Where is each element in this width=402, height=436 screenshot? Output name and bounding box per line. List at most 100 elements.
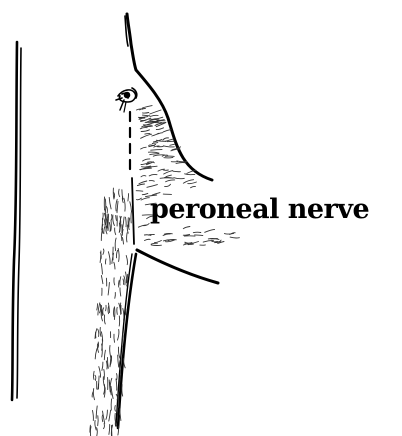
hatch-stroke bbox=[166, 175, 172, 177]
nerve-label: peroneal nerve bbox=[150, 196, 369, 223]
hatch-stroke bbox=[92, 392, 93, 397]
hatch-stroke bbox=[103, 308, 104, 315]
hatch-stroke bbox=[116, 215, 117, 220]
hatch-stroke bbox=[205, 229, 215, 232]
hatch-stroke bbox=[102, 415, 103, 422]
hatch-stroke bbox=[97, 304, 98, 310]
hatch-stroke bbox=[156, 128, 163, 130]
hatch-stroke bbox=[109, 222, 110, 231]
hatch-stroke bbox=[99, 376, 100, 389]
hatch-stroke bbox=[141, 147, 147, 149]
hatch-stroke bbox=[118, 330, 119, 341]
hatch-stroke bbox=[183, 180, 193, 184]
hatch-stroke bbox=[145, 134, 150, 135]
hatch-stroke bbox=[150, 154, 159, 155]
hatch-stroke bbox=[149, 181, 154, 182]
hatch-stroke bbox=[103, 249, 104, 254]
hatch-stroke bbox=[90, 425, 91, 432]
hatch-stroke bbox=[115, 293, 116, 299]
hatch-stroke bbox=[118, 355, 119, 367]
hatch-stroke bbox=[101, 276, 103, 284]
hatch-stroke bbox=[116, 394, 117, 400]
hatch-stroke bbox=[122, 385, 123, 397]
hatch-stroke bbox=[149, 174, 157, 175]
hatch-stroke bbox=[104, 424, 105, 429]
hatch-stroke bbox=[126, 217, 127, 227]
hatch-stroke bbox=[101, 264, 102, 275]
hatch-stroke bbox=[127, 233, 128, 242]
hatch-stroke bbox=[141, 176, 146, 177]
hatch-stroke bbox=[131, 211, 132, 223]
hatch-stroke bbox=[142, 166, 151, 167]
hatch-stroke bbox=[120, 277, 121, 285]
hatch-stroke bbox=[114, 334, 115, 342]
hatch-stroke bbox=[183, 227, 190, 229]
hatch-stroke bbox=[98, 342, 99, 348]
hatch-stroke bbox=[195, 235, 203, 236]
hatch-stroke bbox=[147, 185, 158, 188]
hatch-stroke bbox=[174, 178, 185, 179]
hatch-stroke bbox=[148, 234, 154, 235]
hatch-stroke bbox=[136, 191, 143, 192]
hatch-stroke bbox=[142, 193, 148, 194]
hatch-stroke bbox=[163, 138, 169, 140]
hatch-stroke bbox=[183, 234, 189, 235]
hatch-stroke bbox=[230, 237, 239, 238]
hatch-stroke bbox=[117, 374, 118, 380]
hatch-stroke bbox=[114, 278, 115, 285]
hatch-stroke bbox=[142, 106, 152, 108]
hatch-stroke bbox=[108, 283, 109, 296]
hatch-stroke bbox=[123, 279, 124, 285]
hatch-stroke bbox=[145, 239, 151, 240]
hatch-stroke bbox=[122, 238, 123, 245]
hatch-stroke bbox=[106, 305, 107, 311]
hatch-stroke bbox=[117, 201, 118, 212]
hatch-stroke bbox=[185, 174, 195, 175]
hatch-stroke bbox=[100, 304, 101, 313]
hatch-stroke bbox=[118, 347, 119, 358]
hatch-stroke bbox=[139, 181, 147, 184]
hatch-stroke bbox=[151, 243, 157, 244]
hatch-stroke bbox=[106, 361, 107, 369]
hatch-stroke bbox=[114, 308, 115, 317]
hatch-stroke bbox=[141, 130, 149, 132]
hatch-stroke bbox=[108, 306, 109, 314]
muscle-hatching bbox=[90, 106, 240, 436]
hatch-stroke bbox=[113, 215, 115, 226]
hatch-stroke bbox=[114, 262, 115, 269]
hatch-stroke bbox=[107, 358, 108, 369]
hatch-stroke bbox=[124, 359, 126, 368]
hatch-stroke bbox=[126, 272, 127, 283]
hatch-stroke bbox=[143, 159, 150, 161]
hatch-stroke bbox=[148, 119, 159, 120]
hatch-stroke bbox=[176, 163, 186, 164]
hatch-stroke bbox=[109, 410, 111, 421]
hatch-stroke bbox=[122, 229, 123, 235]
hatch-stroke bbox=[142, 115, 149, 116]
hatch-stroke bbox=[94, 371, 95, 379]
nerve-course bbox=[120, 100, 134, 244]
hatch-stroke bbox=[126, 256, 127, 265]
hatch-stroke bbox=[111, 220, 112, 231]
hatch-stroke bbox=[151, 150, 162, 151]
hatch-stroke bbox=[116, 379, 117, 390]
hatch-stroke bbox=[119, 189, 120, 196]
hatch-stroke bbox=[141, 198, 149, 200]
left-limb-contour bbox=[12, 42, 21, 400]
hatch-stroke bbox=[150, 110, 161, 114]
hatch-stroke bbox=[224, 233, 233, 234]
hatch-stroke bbox=[104, 227, 105, 234]
hatch-stroke bbox=[104, 219, 105, 228]
hatch-stroke bbox=[102, 362, 103, 370]
hatch-stroke bbox=[123, 217, 125, 229]
hatch-stroke bbox=[151, 245, 161, 246]
hatch-stroke bbox=[119, 281, 120, 288]
hatch-stroke bbox=[115, 238, 116, 251]
hatch-stroke bbox=[115, 406, 116, 412]
hatch-stroke bbox=[109, 197, 111, 209]
hatch-stroke bbox=[104, 350, 105, 360]
hatch-stroke bbox=[104, 369, 105, 379]
hatch-stroke bbox=[128, 194, 129, 201]
hatch-stroke bbox=[150, 115, 158, 116]
hatch-stroke bbox=[155, 241, 162, 243]
